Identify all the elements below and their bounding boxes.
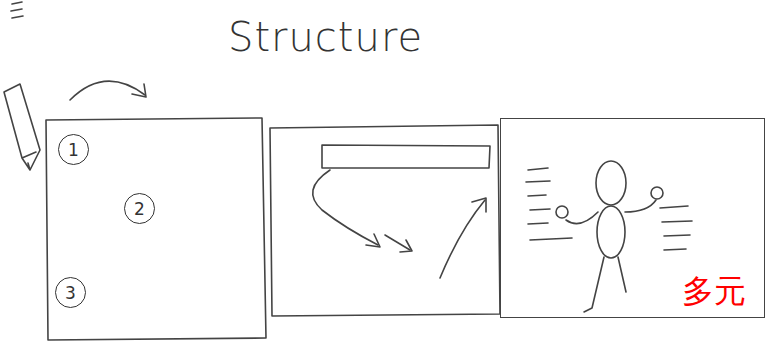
callout-number: 1 (68, 140, 79, 160)
flow-arrow (440, 200, 485, 278)
callout-circle: 1 (58, 134, 89, 165)
callout-number: 2 (134, 199, 145, 219)
panel-frame (46, 118, 266, 340)
menu-lines (11, 2, 23, 18)
diagram-title: Structure (228, 14, 423, 60)
callout-number: 3 (65, 283, 76, 303)
panel-frame (270, 125, 500, 316)
arrow-head (132, 84, 146, 97)
curved-arrow (70, 81, 145, 100)
text-lines (660, 206, 692, 250)
figure-fist (556, 206, 568, 218)
text-lines (526, 168, 572, 240)
arrow-head (366, 234, 380, 247)
pencil-icon (4, 84, 40, 170)
sketch-panel: 多元 (500, 118, 765, 318)
figure-legs (584, 257, 626, 312)
flow-arrow (313, 170, 378, 245)
figure-arm (566, 212, 598, 224)
figure-fist (651, 187, 663, 199)
header-bar (322, 145, 490, 168)
figure-body (597, 206, 625, 258)
flow-arrow (385, 235, 410, 250)
callout-circle: 3 (55, 277, 86, 308)
figure-arm (625, 200, 656, 212)
arrow-head (472, 198, 486, 212)
highlight-label: 多元 (682, 275, 746, 307)
figure-head (596, 161, 626, 205)
callout-circle: 2 (124, 193, 155, 224)
arrow-head (400, 240, 412, 252)
